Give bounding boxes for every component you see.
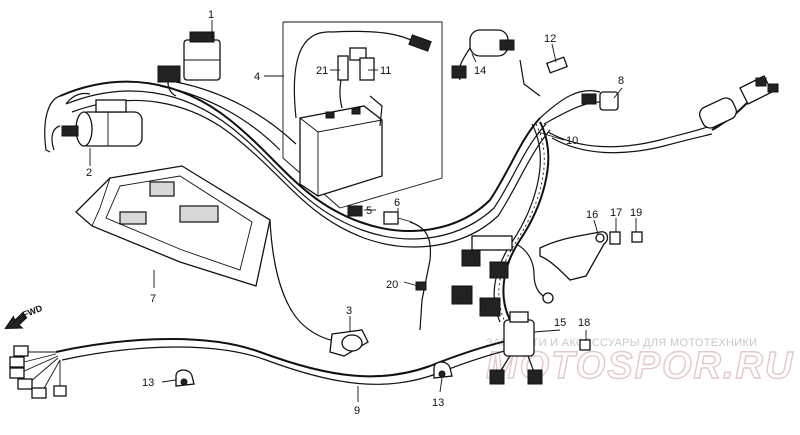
bracket-16 xyxy=(539,231,609,281)
rectifier-unit xyxy=(183,31,221,81)
callout-5: 5 xyxy=(366,205,372,217)
callout-17: 17 xyxy=(610,207,622,219)
callout-14: 14 xyxy=(474,65,486,77)
callout-21: 21 xyxy=(316,65,328,77)
callout-13-right: 13 xyxy=(432,397,444,409)
callout-1: 1 xyxy=(208,9,214,21)
callout-15: 15 xyxy=(554,317,566,329)
battery-leads xyxy=(293,30,432,127)
callout-labels: 1 2 3 4 5 6 7 8 9 10 11 12 13 13 14 15 1… xyxy=(86,9,642,417)
leader-lines xyxy=(89,20,637,402)
connector-cluster xyxy=(451,235,554,317)
spark-plug-lead xyxy=(269,219,369,357)
fwd-label: FWD xyxy=(21,303,44,320)
callout-13-left: 13 xyxy=(142,377,154,389)
watermark-caption: ЗАПЧАСТИ И АКСЕССУАРЫ ДЛЯ МОТОТЕХНИКИ xyxy=(486,337,757,349)
tray-bracket xyxy=(75,165,271,287)
callout-12: 12 xyxy=(544,33,556,45)
callout-20: 20 xyxy=(386,279,398,291)
relay-15-18 xyxy=(489,311,591,385)
callout-2: 2 xyxy=(86,167,92,179)
callout-9: 9 xyxy=(354,405,360,417)
bolt-17 xyxy=(609,231,621,245)
callout-18: 18 xyxy=(578,317,590,329)
ignition-coil xyxy=(51,99,143,151)
callout-3: 3 xyxy=(346,305,352,317)
callout-19: 19 xyxy=(630,207,642,219)
fuse-holder-12 xyxy=(519,56,569,97)
main-harness xyxy=(44,80,713,248)
callout-10: 10 xyxy=(566,135,578,147)
callout-6: 6 xyxy=(394,197,400,209)
clamp-right xyxy=(433,361,453,379)
sub-harness-braided xyxy=(493,121,550,323)
connector-block-top xyxy=(157,65,181,97)
lower-harness xyxy=(9,337,527,399)
fuse-8 xyxy=(581,91,619,111)
small-connectors-5-6 xyxy=(347,205,413,225)
nut-19 xyxy=(631,231,643,243)
callout-7: 7 xyxy=(150,293,156,305)
clamp-left xyxy=(175,369,195,387)
battery xyxy=(299,105,383,197)
callout-11: 11 xyxy=(380,65,391,77)
callout-16: 16 xyxy=(586,209,598,221)
callout-8: 8 xyxy=(618,75,624,87)
fwd-direction-marker: FWD xyxy=(4,303,44,329)
handlebar-lead xyxy=(699,75,779,131)
wire-20 xyxy=(409,221,432,331)
condenser-14 xyxy=(451,29,515,81)
callout-4: 4 xyxy=(254,71,260,83)
